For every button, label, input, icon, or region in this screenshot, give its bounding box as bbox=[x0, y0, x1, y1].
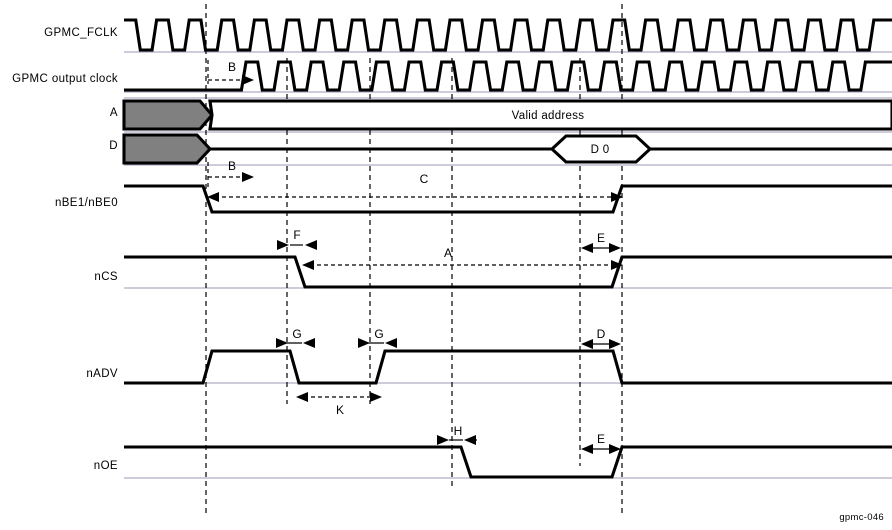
waveform-noe bbox=[124, 445, 892, 479]
measurement-label-C-nbe: C bbox=[420, 172, 429, 186]
d-bus-invalid-block bbox=[122, 133, 213, 165]
measurement-label-H-noe: H bbox=[454, 424, 463, 438]
measurement-label-K-nadv: K bbox=[336, 403, 344, 417]
figure-id-label: gpmc-046 bbox=[839, 512, 884, 523]
a-bus-valid-block bbox=[208, 99, 892, 131]
vertical-markers bbox=[205, 4, 623, 516]
signal-label-outclk: GPMC output clock bbox=[12, 73, 118, 85]
noe-trace bbox=[124, 445, 892, 479]
measurement-label-F-ncs: F bbox=[293, 228, 300, 242]
measurement-E-ncs: E bbox=[581, 231, 621, 253]
measurement-G2-nadv: G bbox=[358, 327, 397, 348]
measurement-B-outclk: B bbox=[207, 60, 254, 85]
waveform-d-bus: D 0 bbox=[122, 133, 892, 165]
signal-label-fclk: GPMC_FCLK bbox=[44, 27, 118, 39]
signal-label-a: A bbox=[110, 107, 118, 119]
a-bus-value: Valid address bbox=[512, 110, 585, 122]
measurement-E-noe: E bbox=[581, 432, 621, 454]
measurement-label-B-nbe: B bbox=[228, 159, 236, 173]
waveform-gpmc-output-clock bbox=[124, 60, 892, 92]
measurement-F-ncs: F bbox=[277, 228, 317, 250]
waveform-nbe bbox=[124, 184, 892, 214]
a-bus-invalid-block bbox=[122, 99, 215, 131]
measurement-G1-nadv: G bbox=[276, 327, 315, 348]
signal-label-nadv: nADV bbox=[86, 368, 118, 380]
measurement-D-nadv: D bbox=[581, 327, 621, 349]
measurement-K-nadv: K bbox=[296, 392, 382, 417]
measurement-label-G1-nadv: G bbox=[292, 327, 301, 341]
waveform-nadv bbox=[124, 349, 892, 385]
measurement-label-A-ncs: A bbox=[444, 246, 452, 260]
waveform-gpmc-fclk bbox=[124, 18, 892, 52]
measurement-A-ncs: A bbox=[302, 246, 623, 270]
measurement-label-E-noe: E bbox=[597, 432, 605, 446]
signal-labels: GPMC_FCLK GPMC output clock A D nBE1/nBE… bbox=[12, 27, 118, 472]
ncs-trace bbox=[124, 255, 892, 289]
signal-label-noe: nOE bbox=[94, 460, 118, 472]
measurement-label-B-outclk: B bbox=[228, 60, 236, 74]
measurement-label-E-ncs: E bbox=[597, 231, 605, 245]
nbe-trace bbox=[124, 184, 892, 214]
measurement-H-noe: H bbox=[437, 424, 479, 445]
measurement-label-G2-nadv: G bbox=[374, 327, 383, 341]
nadv-trace bbox=[124, 349, 892, 385]
waveform-ncs bbox=[124, 255, 892, 289]
d-bus-value: D 0 bbox=[591, 144, 610, 156]
signal-label-d: D bbox=[109, 140, 118, 152]
signal-label-ncs: nCS bbox=[94, 271, 118, 283]
measurement-B-nbe: B bbox=[207, 159, 254, 190]
measurement-C-nbe: C bbox=[207, 172, 623, 202]
measurement-label-D-nadv: D bbox=[597, 327, 606, 341]
waveform-a-bus: Valid address bbox=[122, 99, 892, 131]
signal-label-nbe: nBE1/nBE0 bbox=[55, 197, 118, 209]
